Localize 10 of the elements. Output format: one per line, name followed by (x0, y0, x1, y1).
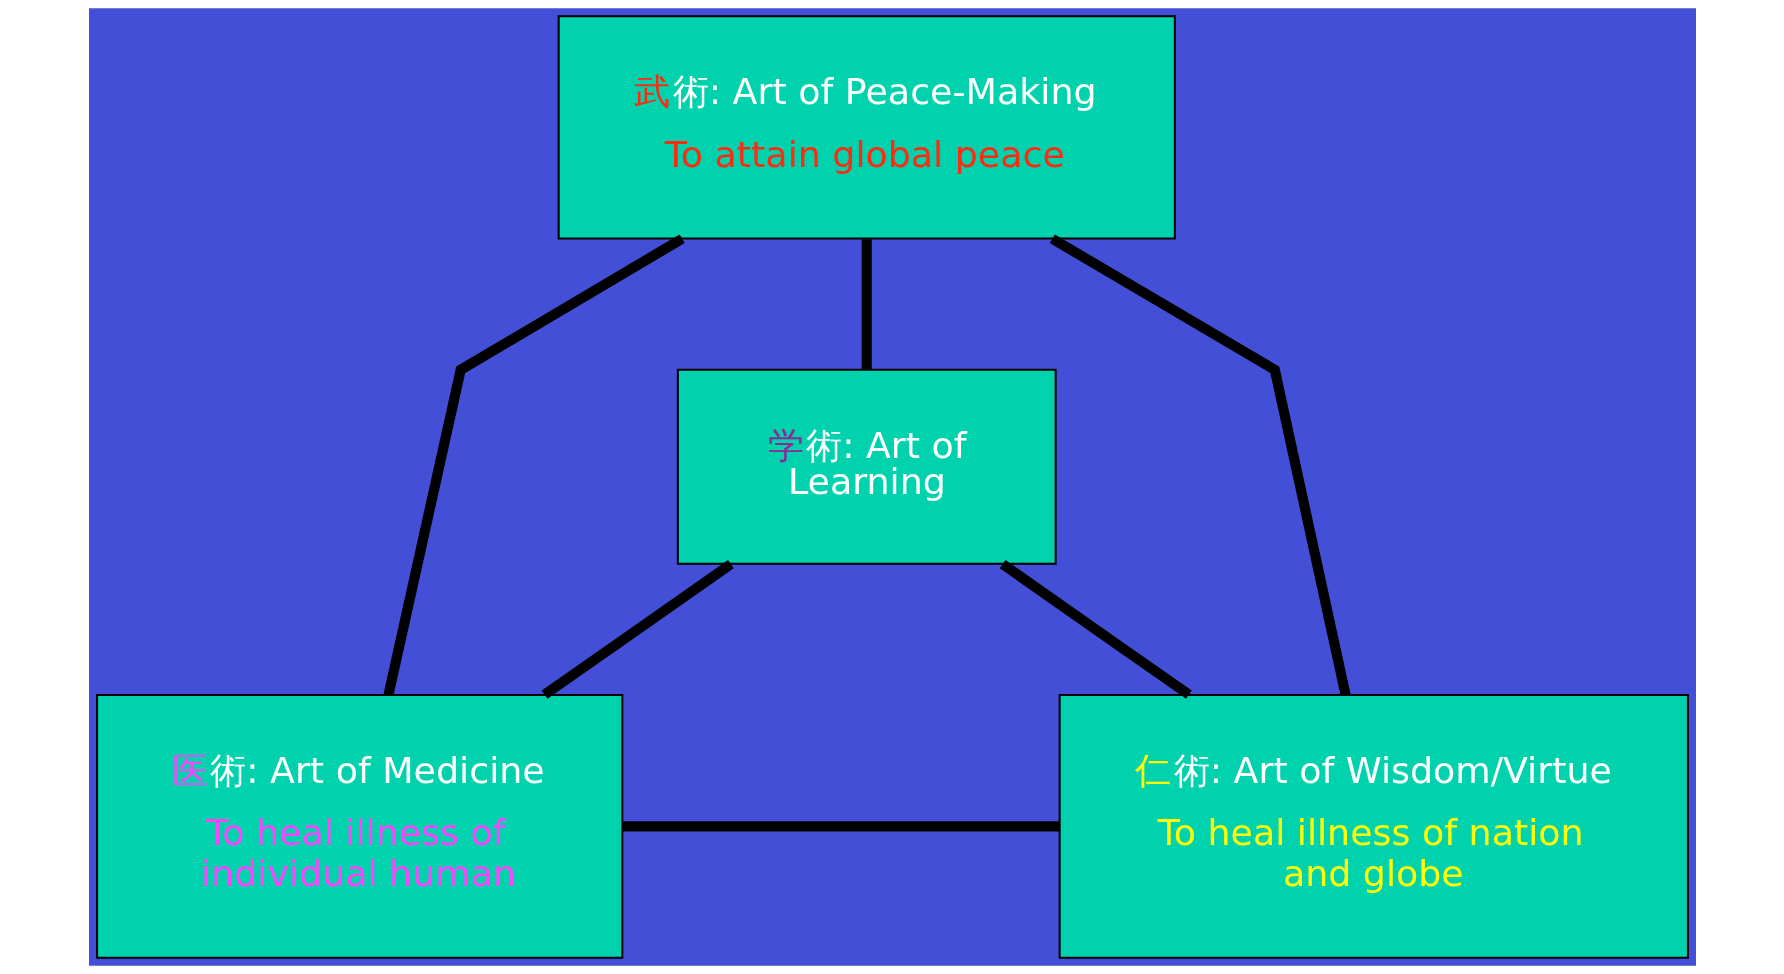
connector (383, 234, 685, 696)
connector (999, 559, 1192, 699)
node-box: 医術: Art of Medicine To heal illness of individual human (95, 694, 623, 959)
node-box: 仁術: Art of Wisdom/Virtue To heal illness of nation and globe (1058, 694, 1689, 959)
connector (541, 559, 734, 699)
connector (1049, 234, 1350, 696)
connector (622, 821, 1059, 832)
node-box: 武術: Art of Peace-Making To attain global peace (557, 15, 1176, 240)
node-box: 学術: Art of Learning (676, 368, 1057, 565)
connector (861, 239, 872, 370)
